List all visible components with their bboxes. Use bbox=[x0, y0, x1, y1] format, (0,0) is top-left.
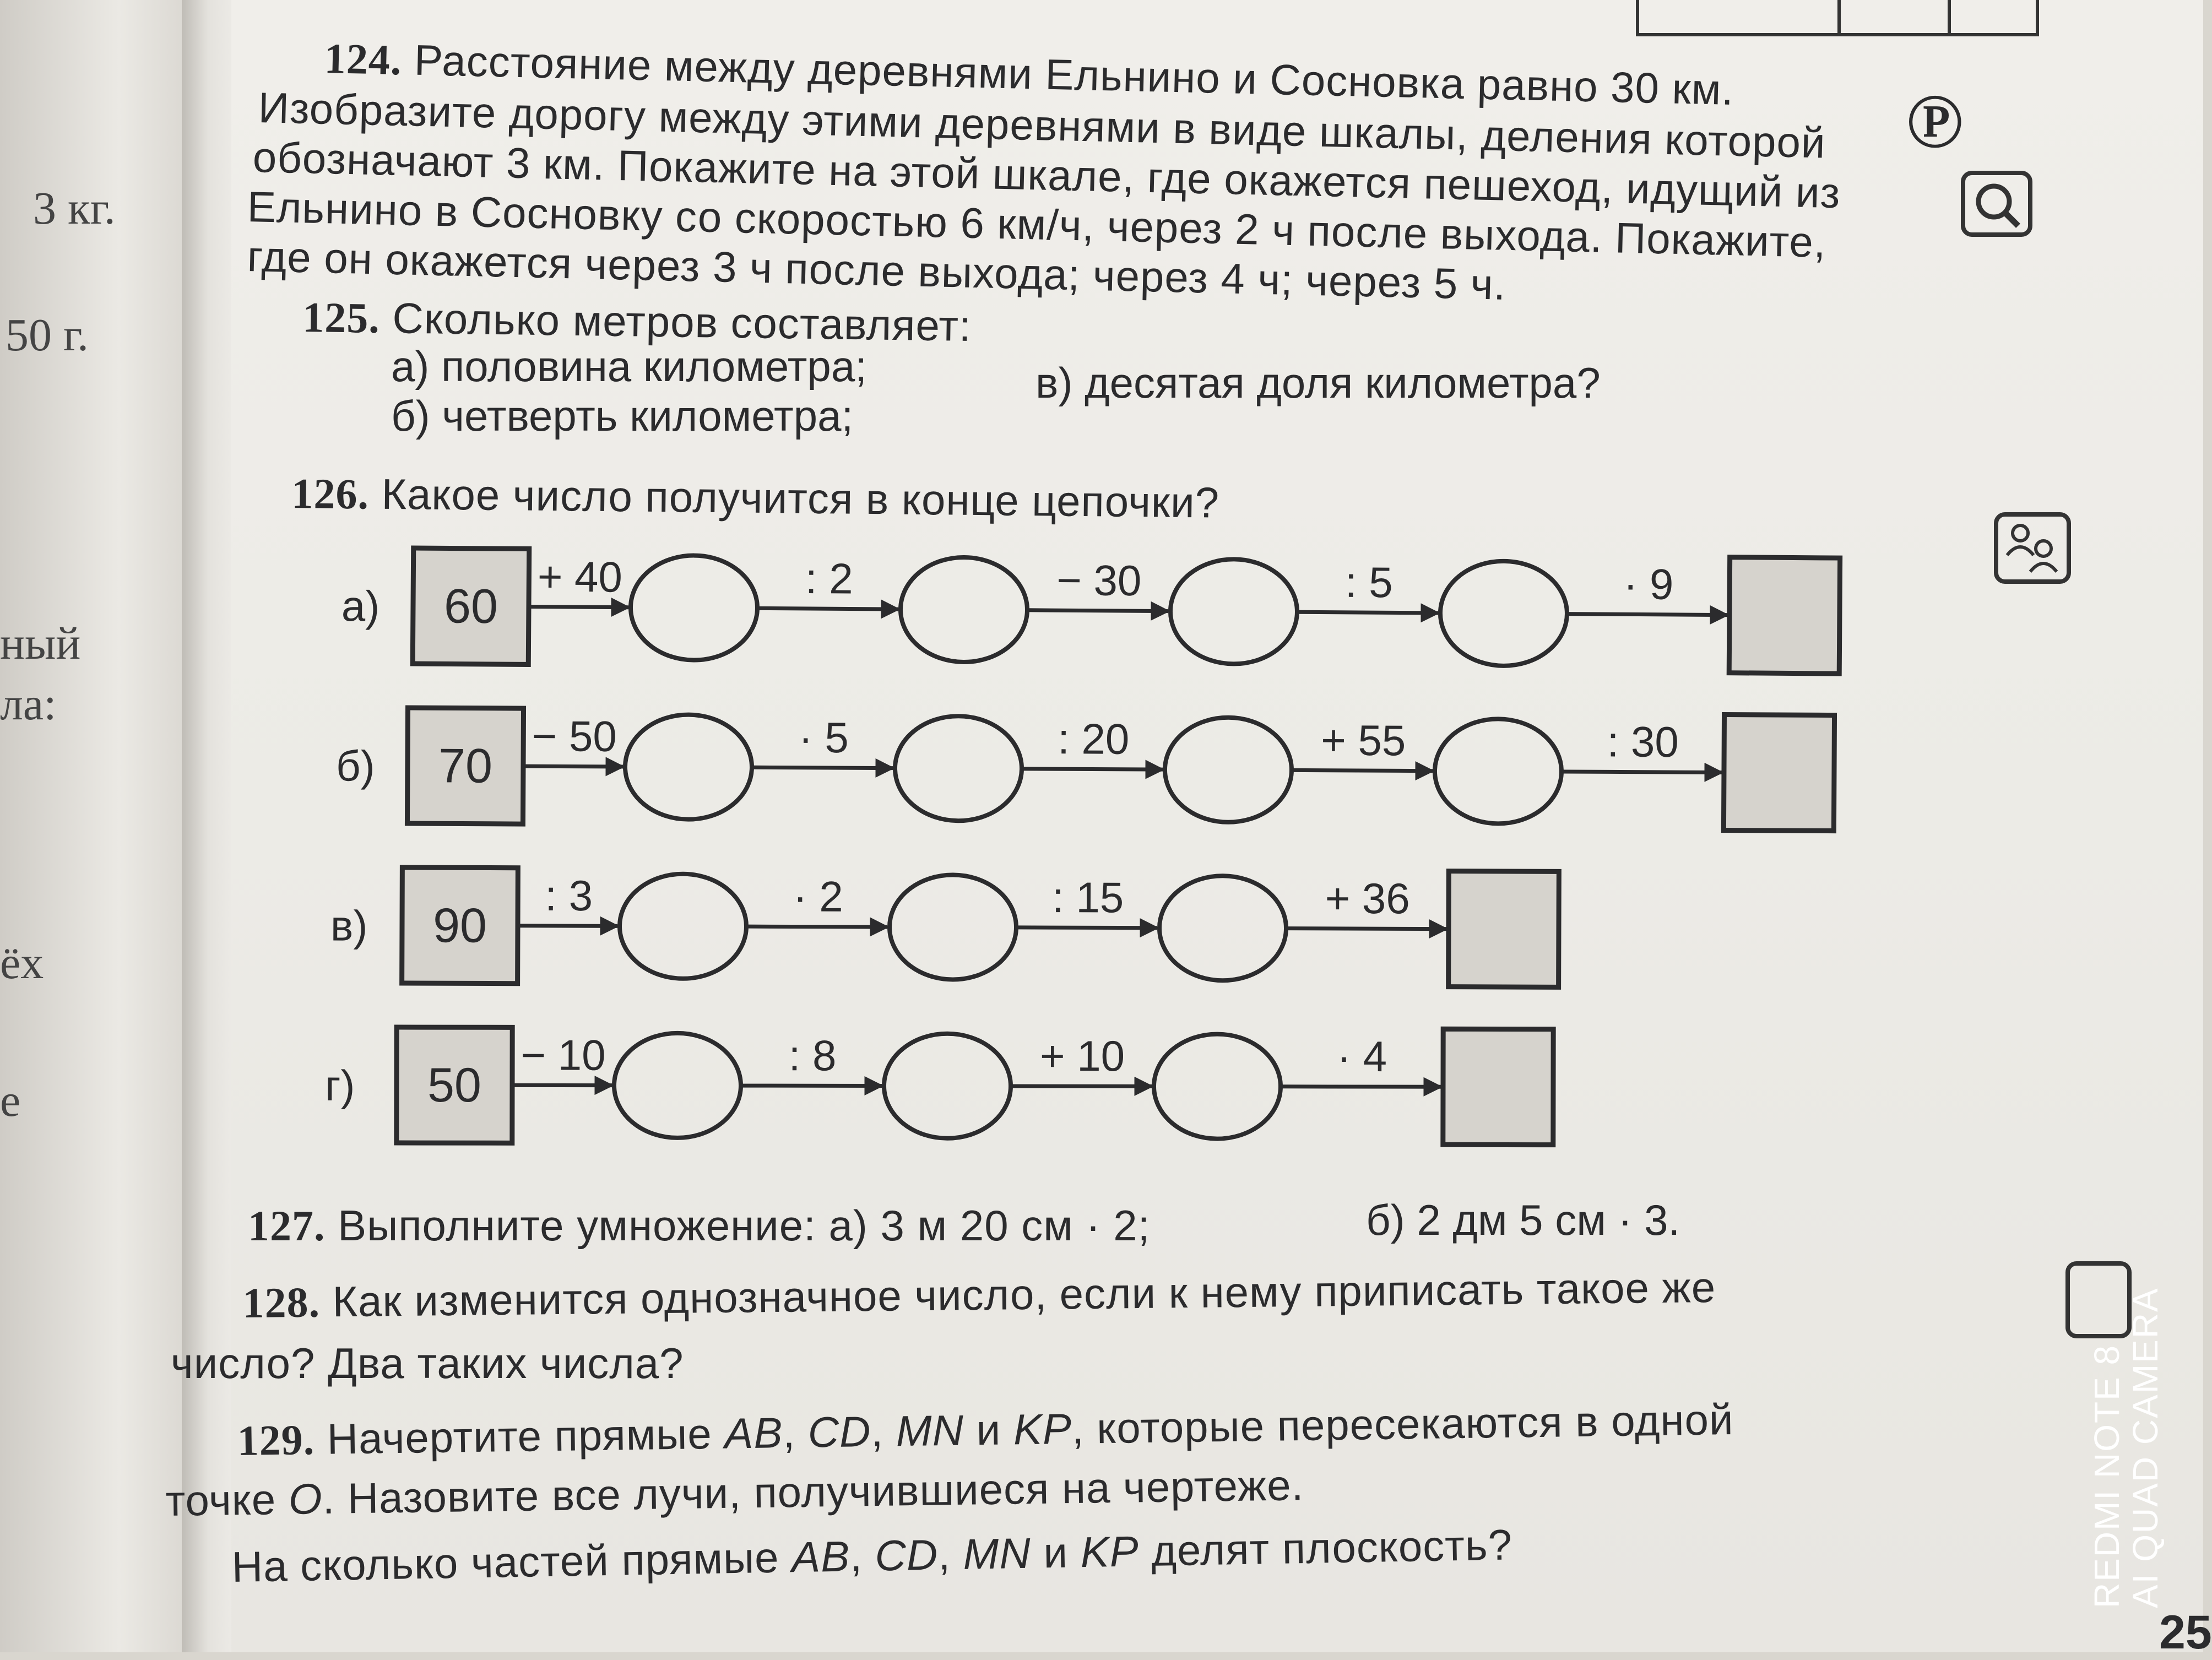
chain-operation: · 9 bbox=[1623, 560, 1674, 609]
chain-label: в) bbox=[330, 902, 368, 950]
pair-work-icon bbox=[1994, 512, 2071, 584]
chain-arrow bbox=[1016, 927, 1157, 928]
chain-start-value: 90 bbox=[433, 898, 487, 952]
chain-blank-circle bbox=[614, 1033, 741, 1138]
textbook-page: 124. Расстояние между деревнями Ельнино … bbox=[231, 0, 2203, 1652]
chain-arrow bbox=[746, 926, 887, 927]
chain-operation: · 5 bbox=[799, 713, 849, 762]
chain-blank-circle bbox=[894, 716, 1022, 821]
problem-number: 129. bbox=[237, 1415, 315, 1464]
left-fragment: ный bbox=[0, 617, 80, 670]
chain-operation: − 50 bbox=[532, 712, 617, 761]
chain-label: г) bbox=[325, 1061, 355, 1110]
left-fragment: 3 кг. bbox=[33, 182, 116, 235]
pen-icon: ℗ bbox=[1906, 77, 1964, 166]
chain-operation: : 8 bbox=[789, 1031, 837, 1079]
chain-result-box bbox=[1723, 715, 1834, 831]
left-fragment: 50 г. bbox=[6, 308, 89, 362]
chain-operation: : 2 bbox=[805, 554, 853, 603]
chain-arrow bbox=[1297, 612, 1438, 613]
chain-blank-circle bbox=[630, 555, 757, 661]
chain-arrow bbox=[757, 608, 898, 609]
chain-operation: : 3 bbox=[545, 871, 593, 920]
chain-row: б) 70 − 50 · 5 : 20 + 55 : 30 bbox=[335, 707, 1834, 831]
chain-operation: · 4 bbox=[1337, 1032, 1387, 1081]
chain-blank-circle bbox=[620, 874, 747, 979]
chain-arrow bbox=[523, 766, 623, 767]
left-fragment: ла: bbox=[0, 677, 57, 731]
chain-arrow bbox=[529, 606, 628, 607]
chain-blank-circle bbox=[1170, 559, 1297, 665]
chain-arrow bbox=[1027, 610, 1168, 611]
chain-arrow bbox=[752, 767, 893, 768]
chain-operation: + 36 bbox=[1325, 874, 1410, 923]
chain-blank-circle bbox=[890, 875, 1017, 980]
chain-blank-circle bbox=[1154, 1034, 1281, 1138]
chain-result-box bbox=[1729, 557, 1840, 674]
chain-label: а) bbox=[341, 582, 380, 630]
chain-blank-circle bbox=[1164, 717, 1292, 822]
chain-row: а) 60 + 40 : 2 − 30 : 5 · 9 bbox=[341, 547, 1840, 674]
problem-127: 127. Выполните умножение: а) 3 м 20 см ·… bbox=[248, 1201, 1150, 1251]
chain-arrow bbox=[1562, 772, 1722, 773]
chain-result-box bbox=[1443, 1029, 1553, 1144]
chain-operation: : 15 bbox=[1052, 873, 1124, 921]
chain-operation: + 10 bbox=[1040, 1032, 1125, 1080]
chain-start-value: 50 bbox=[427, 1057, 481, 1112]
problem-128-line2: число? Два таких числа? bbox=[171, 1338, 684, 1388]
chain-row: в) 90 : 3 · 2 : 15 + 36 bbox=[330, 867, 1559, 988]
chain-blank-circle bbox=[1440, 561, 1567, 666]
chain-result-box bbox=[1449, 871, 1559, 988]
problem-127-option-b: б) 2 дм 5 см · 3. bbox=[1366, 1195, 1680, 1245]
chain-operation: + 55 bbox=[1321, 716, 1406, 765]
chain-operation: − 30 bbox=[1056, 556, 1142, 605]
problem-number: 127. bbox=[248, 1202, 326, 1250]
chain-operation: : 5 bbox=[1345, 558, 1393, 607]
chain-arrow bbox=[1567, 614, 1727, 615]
chain-arrow bbox=[1292, 770, 1433, 771]
chain-operation: : 20 bbox=[1058, 714, 1130, 763]
chain-operation: + 40 bbox=[538, 552, 623, 601]
chain-blank-circle bbox=[625, 714, 752, 820]
chain-blank-circle bbox=[1159, 876, 1287, 981]
chain-operation: · 2 bbox=[793, 872, 843, 920]
chain-operation: : 30 bbox=[1607, 717, 1679, 766]
left-fragment: е bbox=[0, 1074, 20, 1127]
chain-row: г) 50 − 10 : 8 + 10 · 4 bbox=[325, 1027, 1553, 1145]
chain-start-value: 70 bbox=[438, 738, 492, 793]
chain-start-value: 60 bbox=[444, 578, 498, 633]
left-fragment: ёх bbox=[0, 936, 44, 990]
chain-operation: − 10 bbox=[521, 1030, 606, 1079]
chain-label: б) bbox=[336, 741, 375, 790]
camera-tagline: AI QUAD CAMERA bbox=[2126, 1287, 2165, 1608]
chain-blank-circle bbox=[900, 557, 1027, 663]
left-page: 3 кг. 50 г. ный ла: ёх е bbox=[0, 0, 198, 1652]
chain-blank-circle bbox=[884, 1034, 1011, 1138]
camera-model: REDMI NOTE 8 bbox=[2088, 1287, 2126, 1608]
chain-blank-circle bbox=[1434, 719, 1562, 824]
camera-watermark: REDMI NOTE 8 AI QUAD CAMERA bbox=[2065, 1168, 2176, 1641]
problem-number: 128. bbox=[242, 1278, 320, 1327]
magnifier-icon bbox=[1961, 171, 2032, 237]
